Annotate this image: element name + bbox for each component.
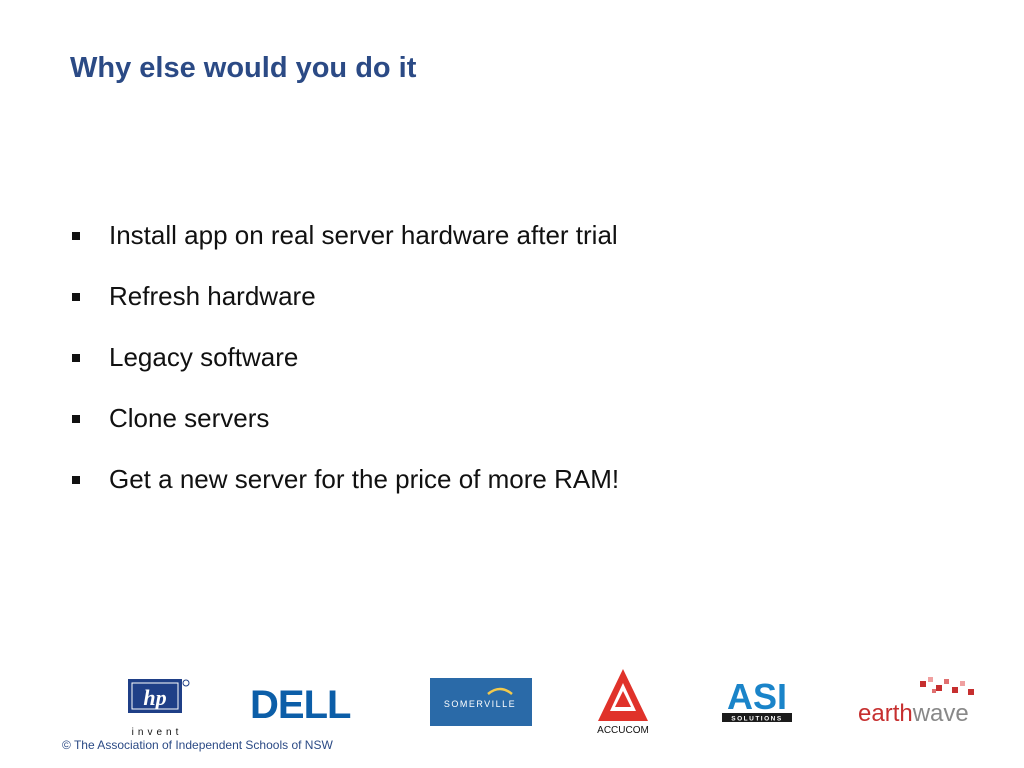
bullet-text: Legacy software xyxy=(109,342,299,372)
bullet-marker-icon xyxy=(72,231,80,240)
somerville-logo: SOMERVILLE xyxy=(430,678,532,726)
slide-title: Why else would you do it xyxy=(70,52,417,84)
bullet-text: Get a new server for the price of more R… xyxy=(109,464,620,494)
bullet-text: Install app on real server hardware afte… xyxy=(109,220,618,250)
accucom-logo: ACCUCOM xyxy=(597,669,649,736)
hp-logo: hp invent xyxy=(128,679,190,738)
bullet-item: Install app on real server hardware afte… xyxy=(68,205,619,266)
dell-logo: DELL xyxy=(250,683,352,723)
bullet-marker-icon xyxy=(72,414,80,423)
bullet-item: Refresh hardware xyxy=(68,266,619,327)
hp-tagline: invent xyxy=(132,727,183,738)
bullet-item: Clone servers xyxy=(68,388,619,449)
earthwave-logo-part1: earth xyxy=(858,700,913,727)
sponsor-logos: hp invent DELL SOMERVILLE ACCUCOM ASI SO… xyxy=(0,665,1024,740)
asi-logo-text: ASI xyxy=(727,677,787,717)
bullet-list: Install app on real server hardware afte… xyxy=(68,205,619,510)
accucom-logo-text: ACCUCOM xyxy=(597,725,649,736)
bullet-text: Clone servers xyxy=(109,403,270,433)
earthwave-logo-part2: wave xyxy=(912,700,969,727)
somerville-logo-text: SOMERVILLE xyxy=(444,699,516,709)
bullet-marker-icon xyxy=(72,292,80,301)
earthwave-logo-text: earthwave xyxy=(858,700,969,727)
bullet-marker-icon xyxy=(72,353,80,362)
bullet-marker-icon xyxy=(72,475,80,484)
copyright-footer: © The Association of Independent Schools… xyxy=(62,738,333,752)
earthwave-logo: earthwave xyxy=(858,677,974,727)
asi-logo: ASI SOLUTIONS xyxy=(722,677,792,723)
bullet-item: Get a new server for the price of more R… xyxy=(68,449,619,510)
bullet-text: Refresh hardware xyxy=(109,281,316,311)
hp-logo-text: hp xyxy=(143,685,166,710)
dell-logo-text: DELL xyxy=(250,683,351,723)
asi-logo-sub: SOLUTIONS xyxy=(731,716,782,723)
bullet-item: Legacy software xyxy=(68,327,619,388)
